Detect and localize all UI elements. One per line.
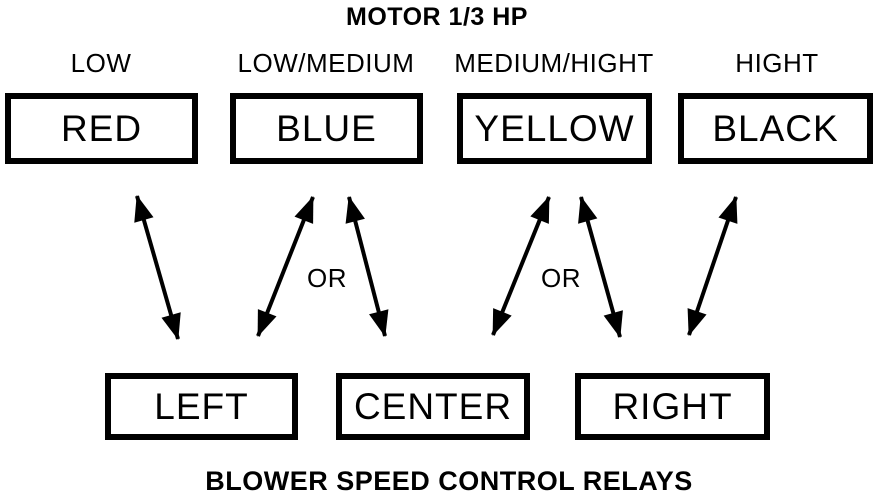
relay-box-left-label: LEFT — [154, 385, 249, 427]
wire-box-black-label: BLACK — [712, 107, 839, 149]
or-label-yellow: OR — [541, 263, 581, 293]
speed-label-medium-hight: MEDIUM/HIGHT — [454, 48, 654, 78]
arrow-red-left — [134, 195, 181, 340]
relay-box-center-label: CENTER — [353, 385, 513, 427]
relay-box-left: LEFT — [105, 373, 298, 440]
relay-box-center: CENTER — [336, 373, 530, 440]
arrow-yellow-right — [578, 196, 623, 338]
arrow-black-right — [687, 196, 738, 336]
relay-box-right-label: RIGHT — [612, 385, 733, 427]
wire-box-red: RED — [5, 93, 198, 164]
wire-box-black: BLACK — [678, 93, 873, 164]
speed-label-low-medium: LOW/MEDIUM — [237, 48, 415, 78]
speed-label-low: LOW — [70, 48, 132, 78]
wire-box-yellow-label: YELLOW — [474, 107, 635, 149]
wire-box-blue-label: BLUE — [276, 107, 377, 149]
wire-box-yellow: YELLOW — [457, 93, 652, 164]
arrow-blue-center — [345, 196, 389, 337]
or-label-blue: OR — [307, 263, 347, 293]
motor-title: MOTOR 1/3 HP — [346, 3, 528, 31]
speed-label-hight: HIGHT — [735, 48, 819, 78]
wire-box-blue: BLUE — [230, 93, 423, 164]
relay-box-right: RIGHT — [575, 373, 770, 440]
wire-box-red-label: RED — [60, 107, 143, 149]
arrow-blue-left — [256, 196, 315, 337]
relays-title: BLOWER SPEED CONTROL RELAYS — [205, 466, 693, 496]
